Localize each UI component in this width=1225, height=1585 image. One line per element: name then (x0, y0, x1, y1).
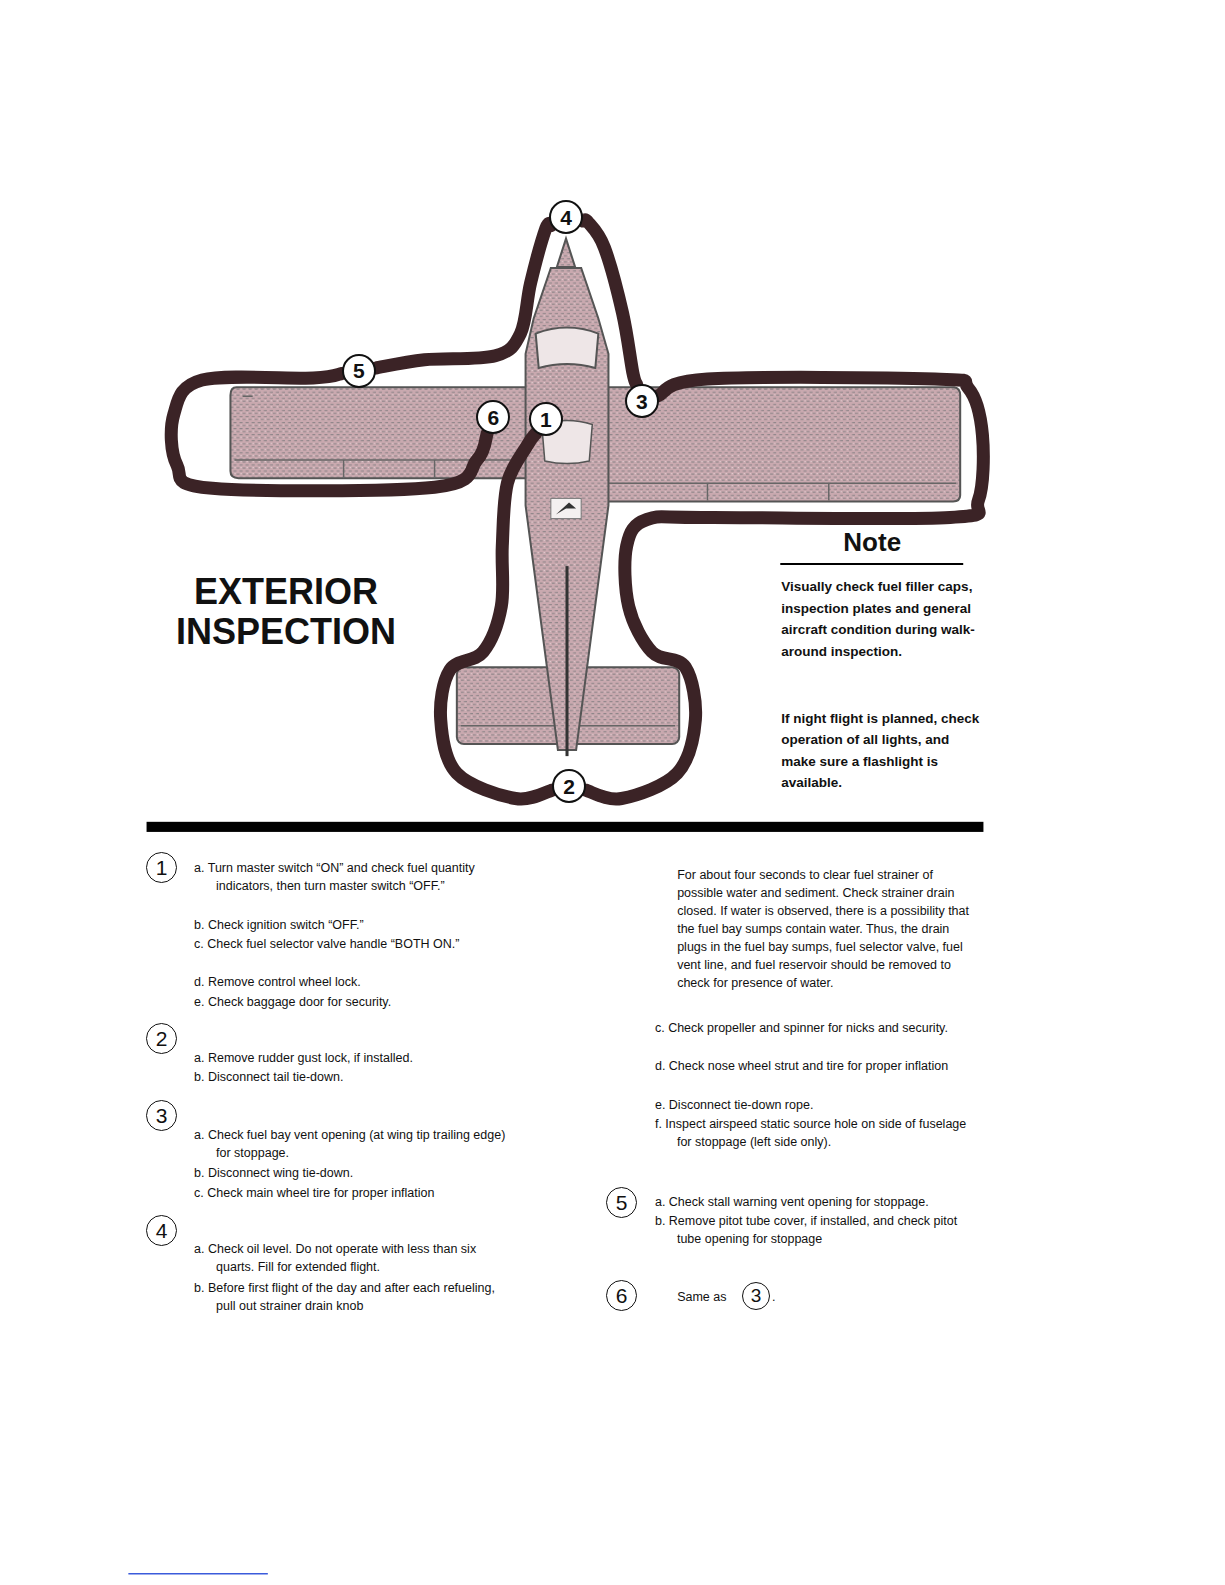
note-underline (780, 563, 963, 565)
checklist-item: b. Remove pitot tube cover, if installed… (655, 1212, 984, 1248)
step-number-circle: 2 (552, 769, 586, 803)
checklist-item: b. Check ignition switch “OFF.” (194, 916, 509, 934)
checklist-item: c. Check propeller and spinner for nicks… (655, 1019, 978, 1037)
step-number-circle: 3 (742, 1282, 770, 1310)
step-number-circle: 6 (606, 1280, 637, 1311)
step-number-circle: 1 (146, 852, 177, 883)
callout-number: 3 (751, 1286, 762, 1305)
step-number-circle: 4 (549, 200, 583, 234)
walk-around-path (583, 220, 637, 385)
checklist-item: a. Check fuel bay vent opening (at wing … (194, 1126, 509, 1162)
callout-number: 3 (636, 391, 648, 412)
link-underline (128, 1573, 267, 1575)
note-heading: Note (780, 528, 964, 556)
callout-number: 2 (156, 1028, 168, 1049)
callout-number: 6 (487, 407, 499, 428)
checklist-item: b. Disconnect wing tie-down. (194, 1164, 509, 1182)
checklist-item: b. Before first flight of the day and af… (194, 1279, 509, 1315)
checklist-item: a. Remove rudder gust lock, if installed… (194, 1049, 509, 1067)
callout-number: 3 (156, 1105, 168, 1126)
callout-number: 2 (563, 776, 575, 797)
section-rule (147, 822, 984, 832)
checklist-item: b. Disconnect tail tie-down. (194, 1068, 509, 1086)
diagram-title: EXTERIOR INSPECTION (154, 572, 419, 653)
callout-number: 6 (616, 1285, 628, 1306)
callout-number: 1 (540, 409, 552, 430)
checklist-item: Same as (677, 1288, 726, 1306)
note-text: If night flight is planned, check operat… (781, 708, 983, 794)
step-number-circle: 2 (146, 1023, 177, 1054)
logo-mark (556, 502, 576, 514)
step-number-circle: 4 (146, 1215, 177, 1246)
callout-number: 4 (560, 207, 572, 228)
step-number-circle: 5 (606, 1187, 637, 1218)
walk-around-path (376, 223, 551, 368)
checklist-item: e. Disconnect tie-down rope. (655, 1096, 978, 1114)
callout-number: 1 (156, 857, 168, 878)
vertical-fin (566, 566, 569, 756)
checklist-item: e. Check baggage door for security. (194, 993, 509, 1011)
walk-around-path (586, 377, 984, 799)
callout-number: 4 (156, 1220, 168, 1241)
callout-number: 5 (616, 1192, 628, 1213)
checklist-item: For about four seconds to clear fuel str… (677, 866, 974, 992)
step-number-circle: 5 (342, 354, 376, 388)
note-text: Visually check fuel filler caps, inspect… (781, 576, 983, 662)
callout-number: 5 (353, 360, 365, 381)
checklist-item: d. Remove control wheel lock. (194, 973, 509, 991)
checklist-item: d. Check nose wheel strut and tire for p… (655, 1057, 978, 1075)
checklist-item: a. Check stall warning vent opening for … (655, 1193, 984, 1211)
windshield (536, 328, 599, 368)
walk-around-path (171, 374, 487, 491)
checklist-item: . (772, 1288, 775, 1306)
logo-patch (551, 498, 581, 518)
checklist-item: a. Turn master switch “ON” and check fue… (194, 859, 509, 895)
checklist-item: c. Check fuel selector valve handle “BOT… (194, 935, 509, 953)
checklist-item: f. Inspect airspeed static source hole o… (655, 1115, 978, 1151)
step-number-circle: 3 (625, 384, 659, 418)
step-number-circle: 1 (529, 402, 563, 436)
step-number-circle: 3 (146, 1100, 177, 1131)
checklist-item: c. Check main wheel tire for proper infl… (194, 1184, 509, 1202)
spinner (557, 239, 575, 267)
checklist-item: a. Check oil level. Do not operate with … (194, 1240, 509, 1276)
